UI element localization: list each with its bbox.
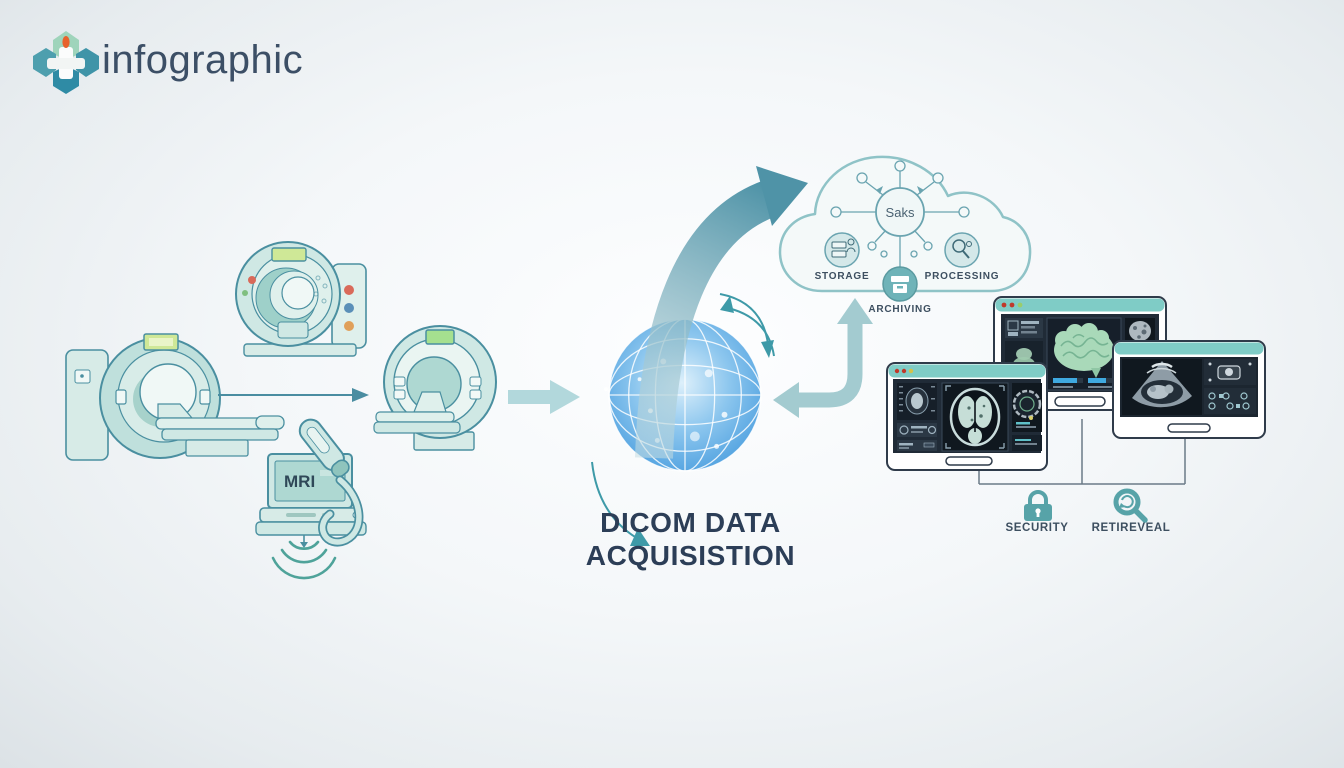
- security-label: SECURITY: [1005, 522, 1069, 534]
- cloud-upload-arrow-icon: [635, 166, 808, 459]
- flow-title-line2: ACQUISISTION: [585, 540, 796, 571]
- retrieval-label: RETIREVEAL: [1091, 522, 1171, 534]
- flow-title: DICOM DATA ACQUISISTION: [548, 506, 833, 572]
- globe-rotation-arrow-icon: [719, 293, 775, 358]
- brand-logo-text: infographic: [102, 38, 304, 82]
- ultrasound-device-icon: MRI: [255, 418, 367, 580]
- brain-3d-render: [1054, 323, 1114, 378]
- globe-rotation-arrow2-icon: [591, 461, 650, 546]
- mri-scanner-icon: [373, 325, 497, 451]
- ct-brain-scan: [949, 387, 1001, 447]
- ct-scanner-front-icon: [65, 333, 285, 461]
- ultrasound-waves-icon: [271, 540, 337, 580]
- acquisition-arrow-icon: [508, 380, 580, 414]
- storage-label: STORAGE: [815, 271, 870, 282]
- flame-icon: [62, 36, 70, 48]
- security-lock-icon: [1024, 490, 1052, 521]
- retrieval-magnifier-icon: [1113, 488, 1148, 523]
- device-flow-arrow-icon: [218, 388, 369, 402]
- flow-title-line1: DICOM DATA: [600, 507, 781, 538]
- cloud-monitor-elbow-arrow-icon: [773, 298, 873, 418]
- archiving-icon: [882, 266, 918, 302]
- saas-network-icon: [830, 160, 970, 268]
- fetal-ultrasound-scan: [1132, 361, 1192, 408]
- ultrasound-screen-label: MRI: [284, 472, 315, 491]
- brand-logo-icon: [33, 31, 99, 94]
- monitor-connector-lines: [978, 419, 1186, 485]
- workstation-ct-monitor: [886, 362, 1048, 471]
- ultrasound-probe-icon: [298, 418, 364, 547]
- storage-icon: [824, 232, 860, 268]
- processing-icon: [944, 232, 980, 268]
- workstation-ultrasound-monitor: [1112, 340, 1266, 439]
- archiving-label: ARCHIVING: [868, 304, 931, 315]
- saas-hub-label: Saks: [886, 205, 915, 220]
- ct-scanner-top-icon: [235, 241, 367, 357]
- processing-label: PROCESSING: [925, 271, 1000, 282]
- saas-cloud-icon: Saks STORAGE PROCESSING ARCHIVING: [778, 155, 1032, 315]
